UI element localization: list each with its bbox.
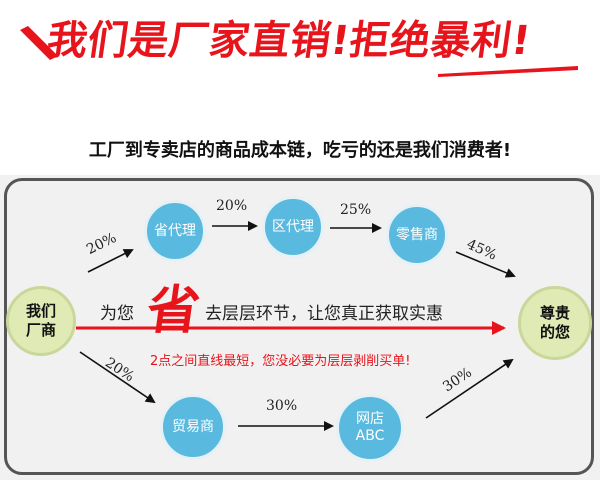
node-trader-label: 贸易商 [172,418,214,435]
node-province-label: 省代理 [154,222,196,239]
node-trader: 贸易商 [160,394,226,460]
pct-province-district: 20% [216,198,248,214]
node-district-agent: 区代理 [262,196,324,258]
red-underline-decoration [438,66,578,77]
node-customer: 尊贵 的您 [518,286,592,360]
red-slash-decoration [20,26,58,60]
arrow-factory-trade [79,351,156,404]
slogan-red-note: 2点之间直线最短，您没必要为层层剥削买单! [150,354,411,369]
arrow-online-customer [425,358,514,419]
node-online-shop: 网店 ABC [336,394,404,462]
node-customer-label: 尊贵 的您 [539,304,570,341]
pct-district-retail: 25% [340,202,372,218]
diagram-panel-border [4,178,594,475]
arrow-factory-province [87,249,134,273]
slogan-prefix: 为您 [100,304,134,324]
node-retailer-label: 零售商 [396,226,438,243]
subtitle: 工厂到专卖店的商品成本链，吃亏的还是我们消费者! [88,140,512,161]
node-retailer: 零售商 [386,204,448,266]
arrow-retail-customer [455,251,516,278]
slogan-text: 去层层环节，让您真正获取实惠 [205,304,443,324]
node-province-agent: 省代理 [144,200,206,262]
node-online-label: 网店 ABC [355,411,385,444]
pct-trade-online: 30% [266,398,298,414]
slogan-big-character: 省 [143,281,204,341]
header-banner: 我们是厂家直销!拒绝暴利! [0,0,600,88]
node-factory-label: 我们 厂商 [25,302,56,339]
node-factory: 我们 厂商 [6,286,76,356]
node-district-label: 区代理 [272,218,314,235]
